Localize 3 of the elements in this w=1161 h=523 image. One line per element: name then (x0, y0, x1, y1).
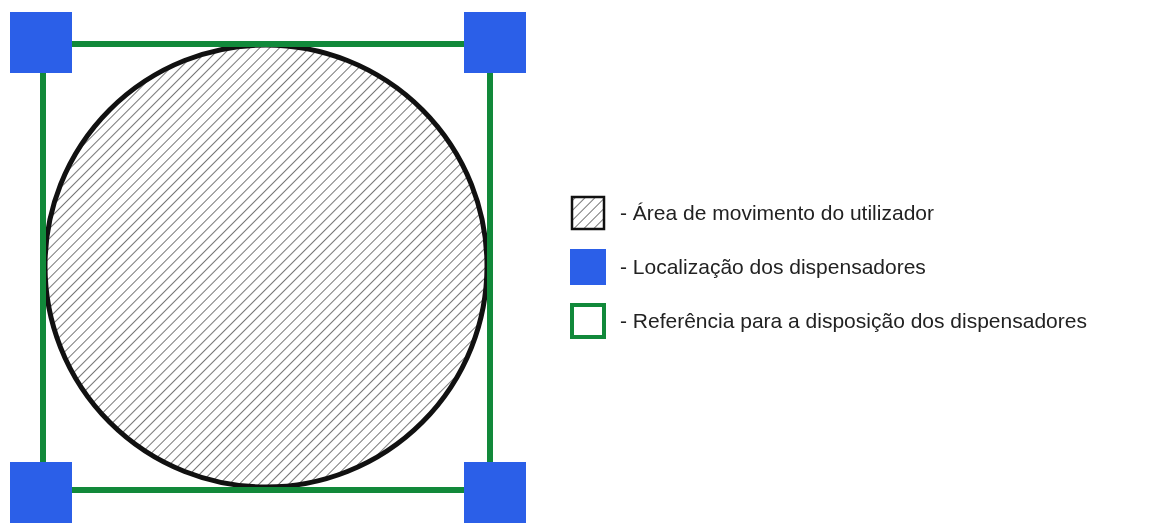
legend-text: - Localização dos dispensadores (620, 254, 926, 280)
legend-text: - Área de movimento do utilizador (620, 200, 934, 226)
legend-text: - Referência para a disposição dos dispensadores (620, 308, 1087, 334)
